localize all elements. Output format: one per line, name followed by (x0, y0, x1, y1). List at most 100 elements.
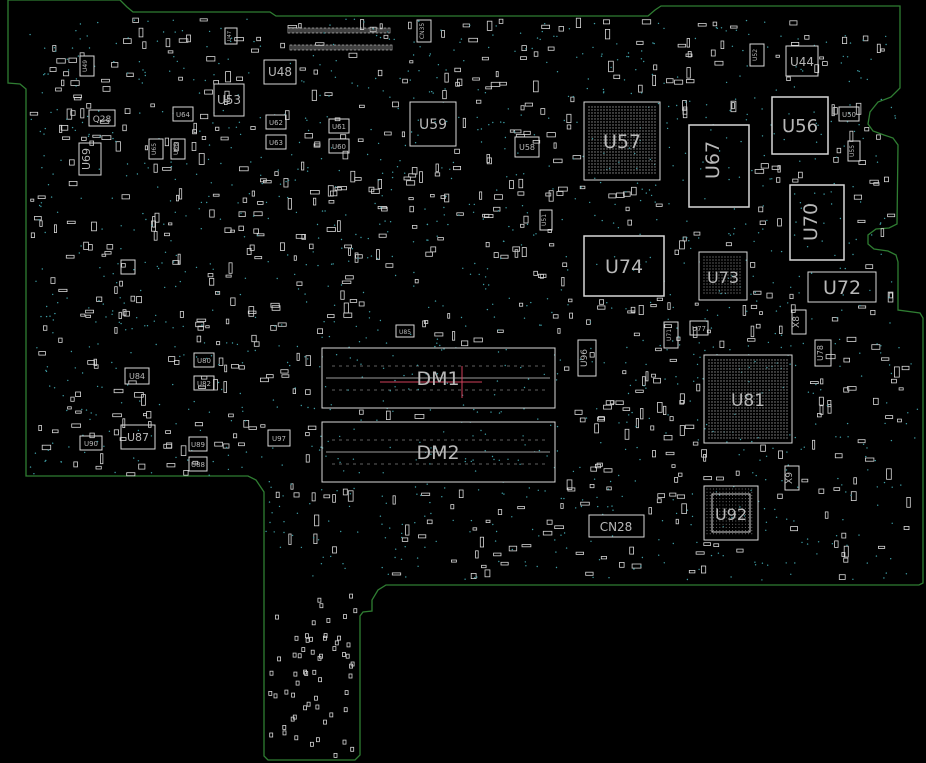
bga-ball (654, 121, 656, 123)
test-point (157, 267, 160, 270)
bga-ball (588, 169, 590, 171)
bga-ball (732, 514, 734, 516)
test-point (294, 387, 296, 389)
test-point (790, 345, 792, 347)
bga-ball (729, 416, 731, 418)
bga-ball (747, 386, 749, 388)
bga-ball (714, 395, 716, 397)
bga-ball (783, 425, 785, 427)
bga-ball (645, 130, 647, 132)
test-point (44, 47, 46, 49)
bga-ball (765, 371, 767, 373)
test-point (648, 417, 650, 420)
bga-ball (771, 386, 773, 388)
connector-pin (301, 44, 305, 51)
component-pad (101, 253, 107, 257)
test-point (725, 81, 728, 84)
bga-ball (724, 265, 726, 267)
bga-ball (748, 501, 750, 503)
test-point (413, 271, 415, 274)
connector-pin (349, 44, 353, 51)
bga-ball (588, 109, 590, 111)
test-point (775, 310, 778, 312)
test-point (690, 247, 692, 250)
test-point (70, 350, 73, 353)
bga-ball (618, 127, 620, 129)
component-pad (562, 262, 568, 267)
test-point (440, 29, 442, 31)
test-point (208, 474, 210, 476)
test-point (755, 474, 757, 477)
test-point (762, 185, 764, 187)
component-pad (329, 190, 338, 197)
bga-ball (642, 148, 644, 150)
bga-ball (780, 437, 782, 439)
test-point (761, 108, 763, 110)
bga-ball (756, 425, 758, 427)
test-point (859, 352, 861, 354)
test-point (498, 560, 500, 563)
test-point (686, 509, 689, 511)
bga-ball (756, 392, 758, 394)
bga-ball (732, 533, 734, 535)
component-pad (88, 244, 93, 251)
test-point (218, 62, 220, 65)
bga-ball (780, 377, 782, 379)
test-point (316, 223, 319, 226)
component-pad (523, 130, 531, 135)
test-point (733, 208, 736, 210)
component-pad (703, 542, 711, 546)
test-point (151, 224, 153, 227)
component-pad (730, 25, 738, 29)
test-point (416, 493, 418, 495)
test-point (391, 176, 394, 179)
bga-ball (603, 142, 605, 144)
test-point (377, 142, 380, 145)
component-pad (313, 143, 321, 148)
bga-ball (651, 154, 653, 156)
chip-label-u59: U59 (419, 117, 447, 133)
bga-ball (786, 437, 788, 439)
test-point (645, 261, 647, 263)
test-point (304, 356, 306, 358)
test-point (102, 303, 105, 305)
bga-ball (777, 434, 779, 436)
bga-ball (648, 133, 650, 135)
bga-ball (639, 136, 641, 138)
bga-ball (711, 422, 713, 424)
board-outline (7, 0, 924, 761)
bga-ball (594, 136, 596, 138)
bga-ball (633, 142, 635, 144)
bga-ball (771, 398, 773, 400)
bga-ball (712, 259, 714, 261)
test-point (85, 409, 88, 411)
component-pad (204, 89, 213, 95)
component-pad (296, 281, 303, 286)
test-point (649, 158, 651, 161)
component-pad (29, 111, 39, 116)
test-point (441, 349, 443, 351)
bga-ball (612, 172, 614, 174)
bga-ball (777, 398, 779, 400)
test-point (184, 271, 186, 273)
connector-pin (343, 27, 347, 34)
component-pad (679, 240, 685, 250)
component-pad (123, 310, 130, 317)
test-point (426, 223, 429, 226)
bga-ball (724, 283, 726, 285)
component-pad (462, 117, 466, 129)
bga-ball (721, 268, 723, 270)
bga-ball (733, 268, 735, 270)
bga-ball (744, 498, 746, 500)
bga-ball (639, 166, 641, 168)
bga-ball (732, 371, 734, 373)
test-point (247, 350, 249, 352)
component-pad (779, 325, 783, 334)
test-point (172, 383, 174, 386)
test-point (389, 527, 391, 529)
bga-ball (765, 392, 767, 394)
chip-label-u53: U53 (217, 93, 241, 107)
bga-ball (750, 386, 752, 388)
test-point (880, 352, 882, 354)
bga-ball (624, 127, 626, 129)
